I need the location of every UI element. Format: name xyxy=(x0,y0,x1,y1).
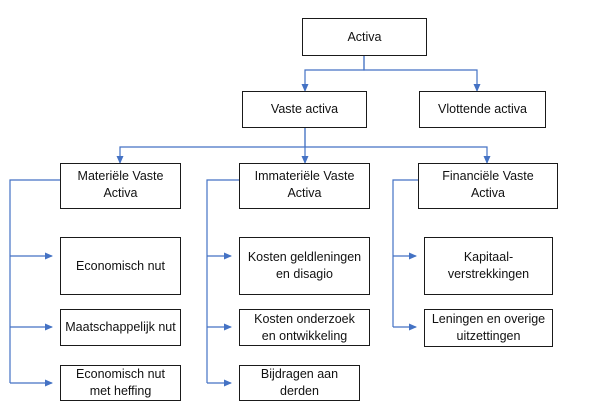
node-kosten-onderzoek: Kosten onderzoek en ontwikkeling xyxy=(239,309,370,346)
node-financiele-vaste-activa: Financiële Vaste Activa xyxy=(418,163,558,209)
node-materiele-vaste-activa: Materiële Vaste Activa xyxy=(60,163,181,209)
node-vlottende-activa: Vlottende activa xyxy=(419,91,546,128)
node-bijdragen-aan-derden: Bijdragen aan derden xyxy=(239,365,360,401)
connector-root-vlottende xyxy=(363,56,481,92)
node-activa: Activa xyxy=(302,18,427,56)
node-maatschappelijk-nut: Maatschappelijk nut xyxy=(60,309,181,346)
connector-immateriele-trunk xyxy=(206,179,239,383)
node-kosten-geldleningen: Kosten geldleningen en disagio xyxy=(239,237,370,295)
connector-materiele-trunk xyxy=(9,179,60,383)
node-leningen-en-overige-uitzettingen: Leningen en overige uitzettingen xyxy=(424,309,553,347)
node-economisch-nut-met-heffing: Economisch nut met heffing xyxy=(60,365,181,401)
node-vaste-activa: Vaste activa xyxy=(242,91,367,128)
node-economisch-nut: Economisch nut xyxy=(60,237,181,295)
node-immateriele-vaste-activa: Immateriële Vaste Activa xyxy=(239,163,370,209)
connector-financiele-trunk xyxy=(392,179,418,327)
node-kapitaalverstrekkingen: Kapitaal- verstrekkingen xyxy=(424,237,553,295)
connector-vaste-financiele xyxy=(305,146,491,164)
connector-root-vaste xyxy=(301,56,365,92)
connector-vaste-materiele xyxy=(116,128,306,164)
